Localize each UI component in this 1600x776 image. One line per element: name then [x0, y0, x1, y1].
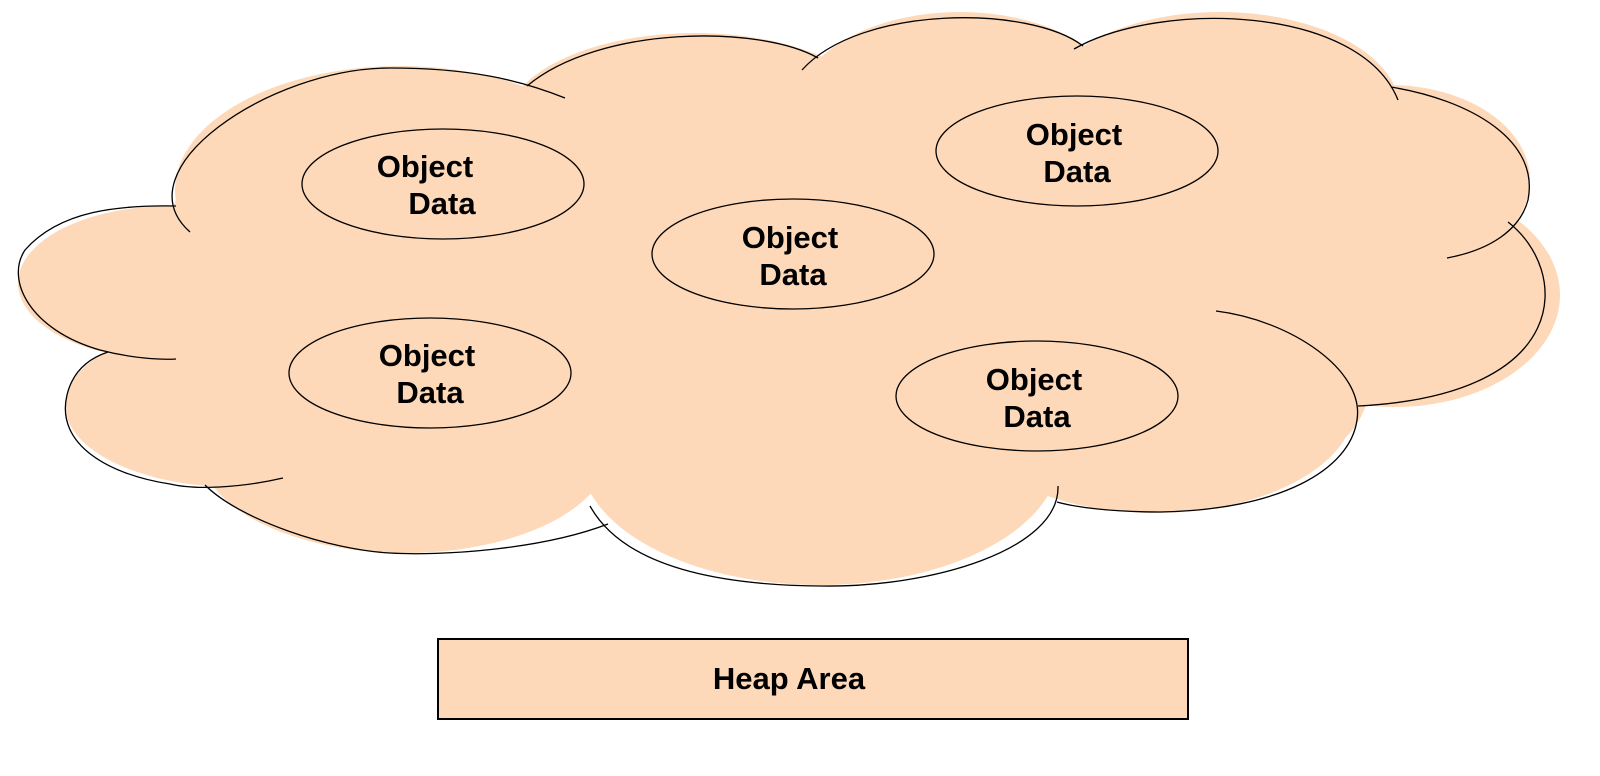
object-label-line1: Object [379, 338, 475, 373]
object-label-line2: Data [408, 186, 476, 221]
object-label-line1: Object [377, 149, 473, 184]
object-ellipse [288, 317, 572, 429]
cloud-outline [17, 17, 1546, 587]
heap-area-box: Heap Area [437, 638, 1189, 720]
heap-area-label: Heap Area [712, 661, 866, 696]
object-data-node: Object Data [935, 95, 1219, 207]
object-label-line1: Object [742, 220, 838, 255]
object-label-line2: Data [759, 257, 827, 292]
object-label-line1: Object [1026, 117, 1122, 152]
object-label-line1: Object [986, 362, 1082, 397]
object-data-node: Object Data [288, 317, 572, 429]
object-data-node: Object Data [301, 128, 585, 240]
object-data-node: Object Data [895, 340, 1179, 452]
object-ellipse [651, 198, 935, 310]
object-label-line2: Data [396, 375, 464, 410]
object-label-line2: Data [1043, 154, 1111, 189]
object-ellipse [935, 95, 1219, 207]
object-ellipse [301, 128, 585, 240]
object-label-line2: Data [1003, 399, 1071, 434]
object-data-node: Object Data [651, 198, 935, 310]
object-ellipse [895, 340, 1179, 452]
